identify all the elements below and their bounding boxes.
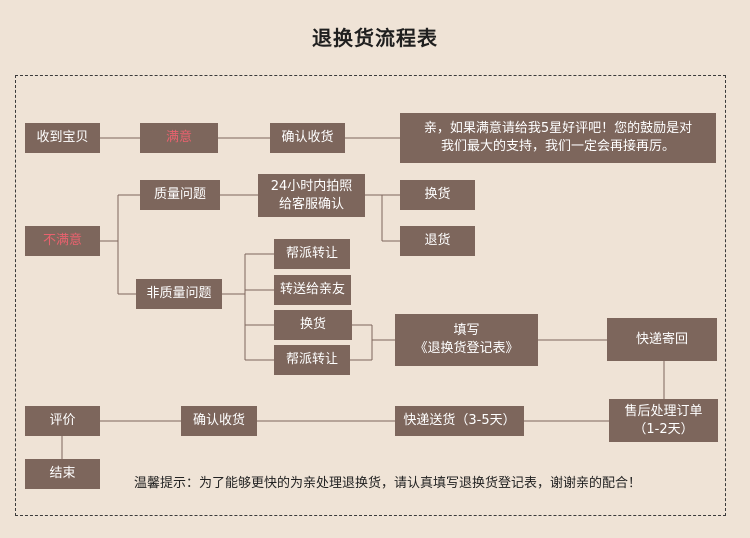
unsatisfied-box: 不满意 xyxy=(25,226,100,256)
received-box: 收到宝贝 xyxy=(25,123,100,153)
photo-service-box: 24小时内拍照 给客服确认 xyxy=(258,174,365,217)
fill-form-box: 填写 《退换货登记表》 xyxy=(395,314,538,366)
after-sales-box: 售后处理订单 （1-2天） xyxy=(609,399,718,442)
satisfied-message-box: 亲，如果满意请给我5星好评吧！您的鼓励是对 我们最大的支持，我们一定会再接再厉。 xyxy=(400,113,716,163)
resell-box-1: 帮派转让 xyxy=(274,239,350,269)
refund-box: 退货 xyxy=(400,226,475,256)
express-return-box: 快递寄回 xyxy=(607,318,717,361)
resell-box-2: 帮派转让 xyxy=(274,345,350,375)
satisfied-box: 满意 xyxy=(140,123,218,153)
confirm-receipt-top-box: 确认收货 xyxy=(270,123,345,153)
transfer-friend-box: 转送给亲友 xyxy=(274,275,351,305)
exchange-box-2: 换货 xyxy=(274,310,352,340)
tip-note: 温馨提示：为了能够更快的为亲处理退换货，请认真填写退换货登记表，谢谢亲的配合！ xyxy=(134,476,642,491)
page-title: 退换货流程表 xyxy=(312,26,438,50)
end-box: 结束 xyxy=(25,459,100,489)
exchange-box-1: 换货 xyxy=(400,180,475,210)
review-box: 评价 xyxy=(25,406,100,436)
diagram-frame xyxy=(15,75,726,516)
quality-issue-box: 质量问题 xyxy=(140,180,220,210)
confirm-receipt-bottom-box: 确认收货 xyxy=(181,406,257,436)
non-quality-issue-box: 非质量问题 xyxy=(136,279,222,309)
express-ship-box: 快递送货（3-5天） xyxy=(395,406,524,436)
